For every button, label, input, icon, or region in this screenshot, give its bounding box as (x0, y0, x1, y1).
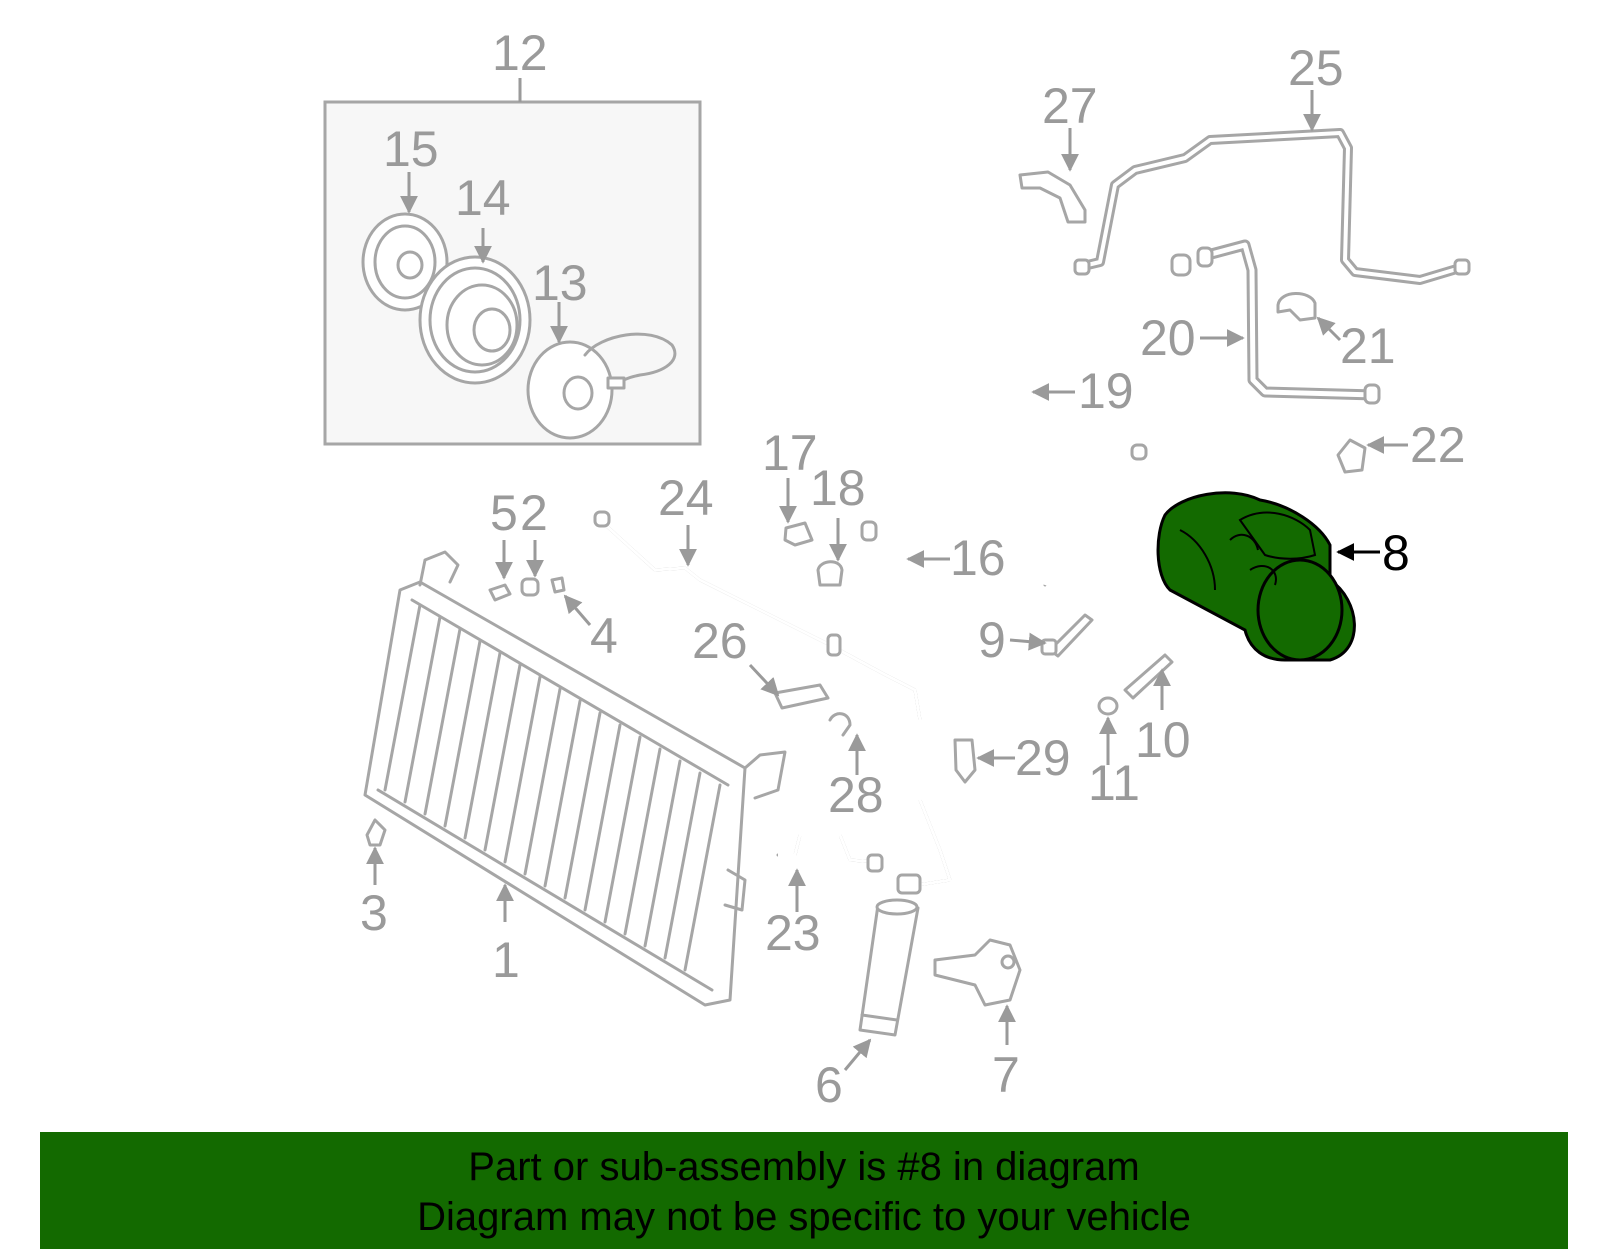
callout-17: 17 (762, 425, 818, 481)
callout-28: 28 (828, 767, 884, 823)
oring-28-part (828, 712, 852, 737)
pressure-switch-part (953, 738, 977, 784)
condenser-part (363, 550, 787, 1007)
hose-16-part (860, 443, 1148, 708)
callout-6: 6 (815, 1057, 843, 1113)
callout-24: 24 (658, 470, 714, 526)
callout-15: 15 (383, 121, 439, 177)
callout-5: 5 (490, 485, 518, 541)
callout-1: 1 (492, 932, 520, 988)
callout-25: 25 (1288, 40, 1344, 96)
callout-14: 14 (455, 170, 511, 226)
callout-22: 22 (1410, 417, 1466, 473)
discharge-hose-part (1196, 239, 1381, 405)
bolt-parts (365, 576, 566, 847)
bracket-27-part (1018, 170, 1087, 224)
callout-labels: 1 2 3 4 5 6 7 8 9 10 11 12 13 14 15 16 1… (360, 25, 1466, 1113)
compressor-part-highlighted (1156, 491, 1356, 662)
clutch-assembly-box (323, 78, 702, 446)
callout-4: 4 (590, 608, 618, 664)
callout-7: 7 (992, 1047, 1020, 1103)
pulley-part (418, 255, 532, 385)
line-23-part (776, 833, 884, 873)
bolt-9-part (1040, 613, 1094, 658)
liquid-line-24-part (593, 510, 952, 895)
callout-29: 29 (1015, 730, 1071, 786)
callout-12: 12 (492, 25, 548, 81)
clutch-plate-part (361, 212, 449, 312)
clip-17-part (783, 521, 814, 547)
clutch-coil-part (526, 332, 677, 440)
clip-18-part (816, 560, 844, 587)
callout-18: 18 (810, 460, 866, 516)
callout-8-highlighted: 8 (1382, 525, 1410, 581)
callout-2: 2 (520, 485, 548, 541)
bracket-26-part (773, 683, 830, 710)
clip-22-part (1336, 438, 1367, 474)
callout-11: 11 (1088, 755, 1140, 811)
callout-9: 9 (978, 612, 1006, 668)
callout-16: 16 (950, 530, 1006, 586)
callout-10: 10 (1135, 712, 1191, 768)
callout-3: 3 (360, 885, 388, 941)
liquid-line-25-part (1073, 128, 1471, 285)
banner-line-1: Part or sub-assembly is #8 in diagram (468, 1145, 1140, 1189)
callout-13: 13 (532, 255, 588, 311)
drier-bracket-part (933, 938, 1022, 1007)
callout-20: 20 (1140, 310, 1196, 366)
info-banner: Part or sub-assembly is #8 in diagram Di… (40, 1132, 1568, 1249)
callout-26: 26 (692, 613, 748, 669)
oring-11-part (1097, 696, 1119, 716)
clamp-21-part (1276, 292, 1317, 322)
suction-hose-part (1014, 253, 1192, 587)
pin-10-part (1123, 653, 1174, 700)
callout-27: 27 (1042, 78, 1098, 134)
callout-23: 23 (765, 905, 821, 961)
callout-21: 21 (1340, 318, 1396, 374)
banner-line-2: Diagram may not be specific to your vehi… (417, 1195, 1191, 1239)
callout-19: 19 (1078, 363, 1134, 419)
receiver-drier-part (858, 898, 920, 1037)
